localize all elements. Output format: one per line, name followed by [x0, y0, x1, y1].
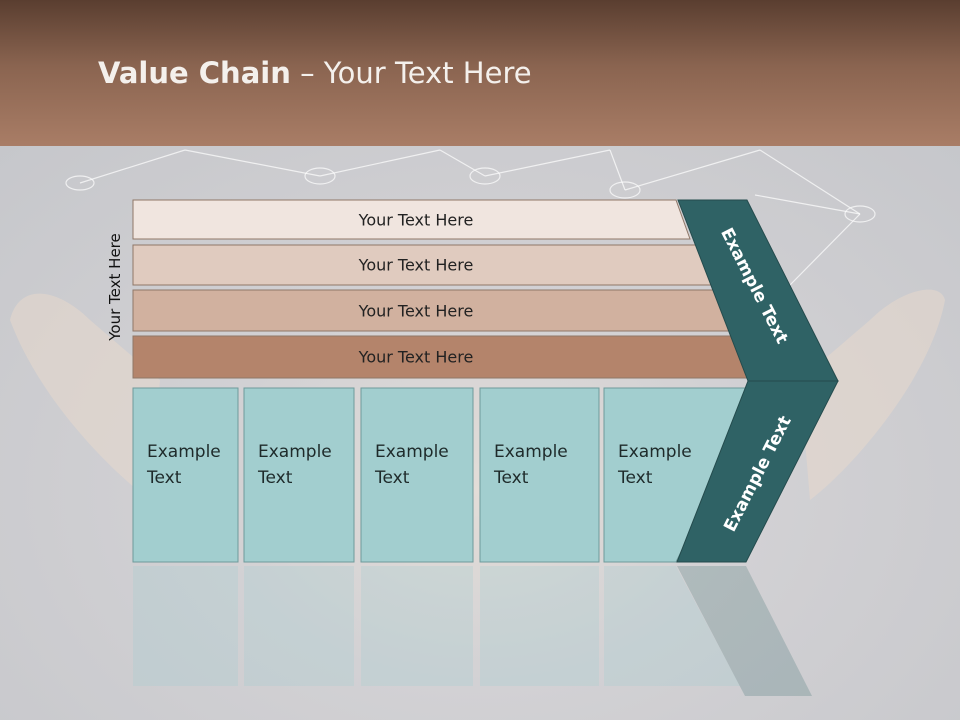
- primary-activity-5: [603, 387, 763, 563]
- primary-activity-1: [132, 387, 239, 563]
- page-title: Value Chain – Your Text Here: [98, 56, 532, 90]
- support-bar-1: [132, 199, 691, 240]
- hands-decoration: [10, 289, 945, 500]
- margin-chevron-reflection: [677, 566, 812, 696]
- primary-activity-2: [243, 387, 355, 563]
- title-rest: – Your Text Here: [290, 56, 532, 90]
- primary-activity-line1-5: Example: [618, 442, 692, 462]
- activity-reflection-2: [244, 566, 354, 686]
- support-bar-label-1: Your Text Here: [358, 210, 474, 229]
- primary-activity-4: [479, 387, 600, 563]
- primary-activity-line2-1: Text: [147, 468, 182, 488]
- header-band: [0, 0, 960, 146]
- primary-activity-line2-4: Text: [494, 468, 529, 488]
- primary-activity-line1-1: Example: [147, 442, 221, 462]
- support-bar-label-2: Your Text Here: [358, 255, 474, 275]
- primary-activity-line1-2: Example: [258, 442, 332, 462]
- activity-reflection-3: [361, 566, 473, 686]
- activity-reflection-1: [133, 566, 238, 686]
- support-bar-label-4: Your Text Here: [358, 347, 474, 367]
- title-bold: Value Chain: [98, 56, 291, 90]
- support-bar-label-3: Your Text Here: [358, 301, 474, 320]
- primary-activity-line1-4: Example: [494, 442, 568, 462]
- activity-reflection-5: [604, 566, 740, 686]
- primary-activity-line2-5: Text: [618, 468, 653, 488]
- activity-reflection-4: [480, 566, 599, 686]
- primary-activity-line2-3: Text: [375, 468, 410, 488]
- side-axis-label: Your Text Here: [106, 233, 124, 341]
- primary-activity-line1-3: Example: [375, 442, 449, 462]
- primary-activity-3: [360, 387, 474, 563]
- network-decoration: [65, 149, 876, 286]
- margin-chevron-lower: [676, 380, 839, 563]
- primary-activity-line2-2: Text: [258, 468, 293, 488]
